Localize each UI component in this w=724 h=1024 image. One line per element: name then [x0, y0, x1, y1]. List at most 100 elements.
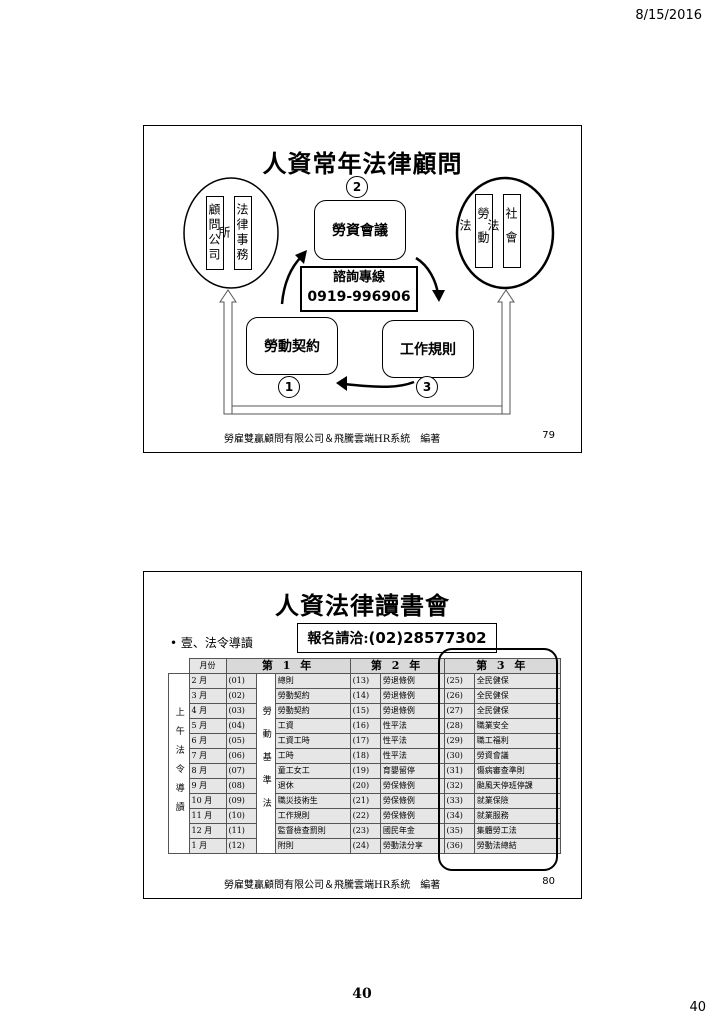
slide-79: 人資常年法律顧問 2 顧問公司 法律事務所 勞動法 社會法 勞資會議 諮詢專線 …: [143, 125, 582, 453]
topic-cell-year-2: 性平法: [379, 748, 445, 764]
topic-cell-year-2: 育嬰留停: [379, 763, 445, 779]
code-cell-year-1: (01): [225, 673, 257, 689]
topic-cell-year-2: 勞退條例: [379, 703, 445, 719]
code-cell-year-2: (14): [349, 688, 381, 704]
month-cell: 5 月: [188, 718, 227, 734]
month-cell: 2 月: [188, 673, 227, 689]
header-year-3: 第 3 年: [443, 658, 561, 674]
code-cell-year-2: (17): [349, 733, 381, 749]
topic-cell-year-1: 童工女工: [274, 763, 351, 779]
labor-management-meeting-box: 勞資會議: [314, 200, 406, 260]
topic-cell-year-3: 全民健保: [473, 703, 562, 719]
topic-cell-year-2: 性平法: [379, 733, 445, 749]
slide-title: 人資法律讀書會: [275, 591, 450, 620]
slide-number: 79: [542, 430, 555, 441]
topic-cell-year-1: 勞動契約: [274, 703, 351, 719]
category-label: 勞動基準法: [255, 673, 276, 854]
topic-cell-year-1: 總則: [274, 673, 351, 689]
month-cell: 1 月: [188, 838, 227, 854]
topic-cell-year-2: 勞保條例: [379, 808, 445, 824]
topic-cell-year-1: 工作規則: [274, 808, 351, 824]
code-cell-year-1: (03): [225, 703, 257, 719]
code-cell-year-1: (06): [225, 748, 257, 764]
topic-cell-year-3: 勞動法總結: [473, 838, 562, 854]
topic-cell-year-3: 集體勞工法: [473, 823, 562, 839]
slide-footer: 勞雇雙贏顧問有限公司＆飛騰雲端HR系統 編著: [224, 434, 441, 445]
code-cell-year-2: (18): [349, 748, 381, 764]
code-cell-year-2: (16): [349, 718, 381, 734]
code-cell-year-1: (05): [225, 733, 257, 749]
year-3-highlight: [438, 648, 558, 871]
work-rules-box: 工作規則: [382, 320, 474, 378]
month-cell: 10 月: [188, 793, 227, 809]
topic-cell-year-3: 就業服務: [473, 808, 562, 824]
table-row: 8 月(07)童工女工(19)育嬰留停(31)傷病審查準則: [169, 763, 562, 779]
social-law-label: 社會法: [486, 194, 521, 268]
code-cell-year-2: (19): [349, 763, 381, 779]
slide-footer: 勞雇雙贏顧問有限公司＆飛騰雲端HR系統 編著: [224, 880, 441, 891]
slide-number: 80: [542, 876, 555, 887]
month-cell: 9 月: [188, 778, 227, 794]
code-cell-year-2: (20): [349, 778, 381, 794]
month-cell: 12 月: [188, 823, 227, 839]
code-cell-year-3: (31): [443, 763, 475, 779]
table-row: 4 月(03)勞動契約(15)勞退條例(27)全民健保: [169, 703, 562, 719]
header-year-2: 第 2 年: [349, 658, 445, 674]
code-cell-year-2: (15): [349, 703, 381, 719]
registration-phone: (02)28577302: [368, 629, 487, 647]
topic-cell-year-1: 勞動契約: [274, 688, 351, 704]
topic-cell-year-2: 勞退條例: [379, 673, 445, 689]
month-cell: 7 月: [188, 748, 227, 764]
step-2-badge: 2: [346, 176, 368, 198]
topic-cell-year-2: 國民年金: [379, 823, 445, 839]
month-cell: 6 月: [188, 733, 227, 749]
code-cell-year-1: (07): [225, 763, 257, 779]
topic-cell-year-1: 監督檢查罰則: [274, 823, 351, 839]
labor-law-label: 勞動法: [458, 194, 493, 268]
header-year-1: 第 1 年: [225, 658, 351, 674]
code-cell-year-2: (13): [349, 673, 381, 689]
month-cell: 8 月: [188, 763, 227, 779]
code-cell-year-2: (24): [349, 838, 381, 854]
code-cell-year-3: (36): [443, 838, 475, 854]
code-cell-year-1: (11): [225, 823, 257, 839]
topic-cell-year-1: 附則: [274, 838, 351, 854]
month-cell: 11 月: [188, 808, 227, 824]
code-cell-year-2: (22): [349, 808, 381, 824]
topic-cell-year-1: 職災技術生: [274, 793, 351, 809]
month-cell: 3 月: [188, 688, 227, 704]
page-number-center: 40: [352, 986, 372, 1002]
topic-cell-year-1: 工資: [274, 718, 351, 734]
bullet-law-reading: • 壹、法令導讀: [170, 636, 253, 650]
topic-cell-year-2: 性平法: [379, 718, 445, 734]
topic-cell-year-2: 勞保條例: [379, 793, 445, 809]
code-cell-year-2: (21): [349, 793, 381, 809]
diagram-arrows: [183, 176, 555, 415]
code-cell-year-1: (02): [225, 688, 257, 704]
table-row: 11 月(10)工作規則(22)勞保條例(34)就業服務: [169, 808, 562, 824]
code-cell-year-1: (10): [225, 808, 257, 824]
step-3-badge: 3: [416, 376, 438, 398]
code-cell-year-1: (08): [225, 778, 257, 794]
topic-cell-year-2: 勞動法分享: [379, 838, 445, 854]
topic-cell-year-1: 工資工時: [274, 733, 351, 749]
print-date: 8/15/2016: [635, 8, 702, 23]
consulting-firm-label: 顧問公司: [206, 196, 224, 270]
topic-cell-year-2: 勞保條例: [379, 778, 445, 794]
code-cell-year-3: (26): [443, 688, 475, 704]
table-row: 7 月(06)工時(18)性平法(30)勞資會議: [169, 748, 562, 764]
consult-hotline-box: 諮詢專線 0919-996906: [300, 266, 418, 312]
table-row: 1 月(12) 附則(24)勞動法分享(36)勞動法總結: [169, 838, 562, 854]
hotline-label: 諮詢專線: [332, 270, 385, 285]
table-header-row: 月份 第 1 年 第 2 年 第 3 年: [169, 658, 561, 674]
topic-cell-year-1: 工時: [274, 748, 351, 764]
table-row: 6 月(05)工資工時(17)性平法(29)職工福利: [169, 733, 562, 749]
step-1-badge: 1: [278, 376, 300, 398]
topic-cell-year-2: 勞退條例: [379, 688, 445, 704]
code-cell-year-3: (25): [443, 673, 475, 689]
month-cell: 4 月: [188, 703, 227, 719]
code-cell-year-1: (12): [225, 838, 257, 854]
topic-cell-year-3: 職工福利: [473, 733, 562, 749]
